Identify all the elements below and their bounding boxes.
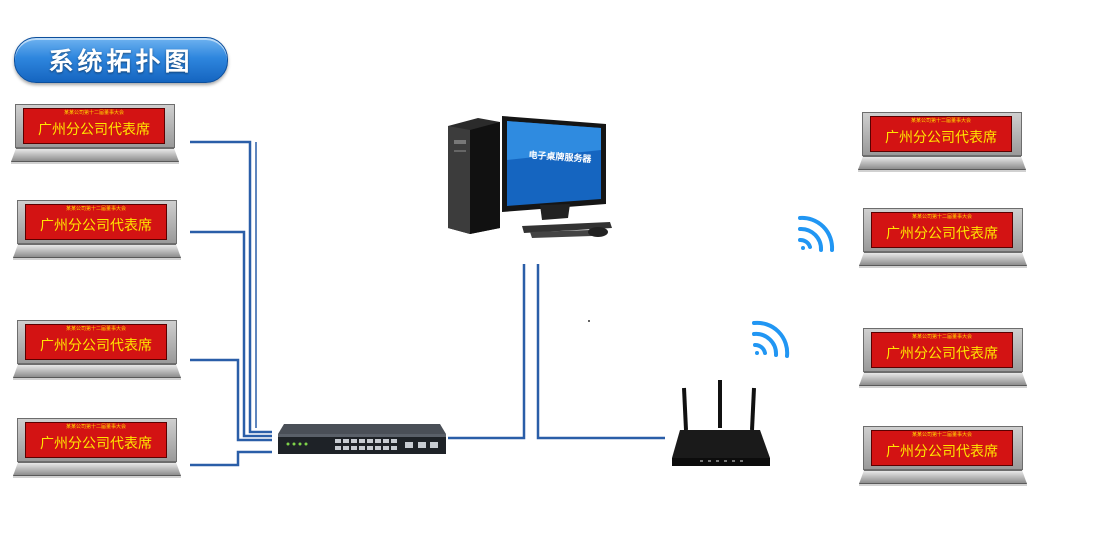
name-plate: 某某公司第十二届董事大会广州分公司代表席 xyxy=(858,112,1026,172)
server-computer-icon xyxy=(448,116,612,238)
plate-name: 广州分公司代表席 xyxy=(40,218,152,234)
cable-plate-4 xyxy=(190,450,272,467)
plate-name: 广州分公司代表席 xyxy=(40,338,152,354)
name-plate: 某某公司第十二届董事大会广州分公司代表席 xyxy=(859,208,1027,268)
cable-server-router xyxy=(536,264,665,440)
wifi-signal-icon xyxy=(798,215,835,252)
diagram-title: 系统拓扑图 xyxy=(14,37,228,83)
name-plate: 某某公司第十二届董事大会广州分公司代表席 xyxy=(859,328,1027,388)
name-plate: 某某公司第十二届董事大会广州分公司代表席 xyxy=(13,320,181,380)
plate-name: 广州分公司代表席 xyxy=(886,444,998,460)
plate-name: 广州分公司代表席 xyxy=(885,130,997,146)
stray-dot xyxy=(588,320,590,322)
cable-switch-server xyxy=(448,264,526,440)
cable-plate-2 xyxy=(190,230,272,438)
plate-name: 广州分公司代表席 xyxy=(40,436,152,452)
cable-plate-3 xyxy=(190,358,272,442)
wireless-router-icon xyxy=(672,380,770,466)
name-plate: 某某公司第十二届董事大会广州分公司代表席 xyxy=(13,200,181,260)
plate-name: 广州分公司代表席 xyxy=(886,226,998,242)
cable-lines xyxy=(190,140,665,467)
wifi-signal-icon xyxy=(752,320,790,358)
name-plate: 某某公司第十二届董事大会广州分公司代表席 xyxy=(11,104,179,164)
plate-name: 广州分公司代表席 xyxy=(886,346,998,362)
name-plate: 某某公司第十二届董事大会广州分公司代表席 xyxy=(859,426,1027,486)
cable-plate-1 xyxy=(190,140,272,434)
network-switch-icon xyxy=(278,424,446,454)
plate-name: 广州分公司代表席 xyxy=(38,122,150,138)
name-plate: 某某公司第十二届董事大会广州分公司代表席 xyxy=(13,418,181,478)
